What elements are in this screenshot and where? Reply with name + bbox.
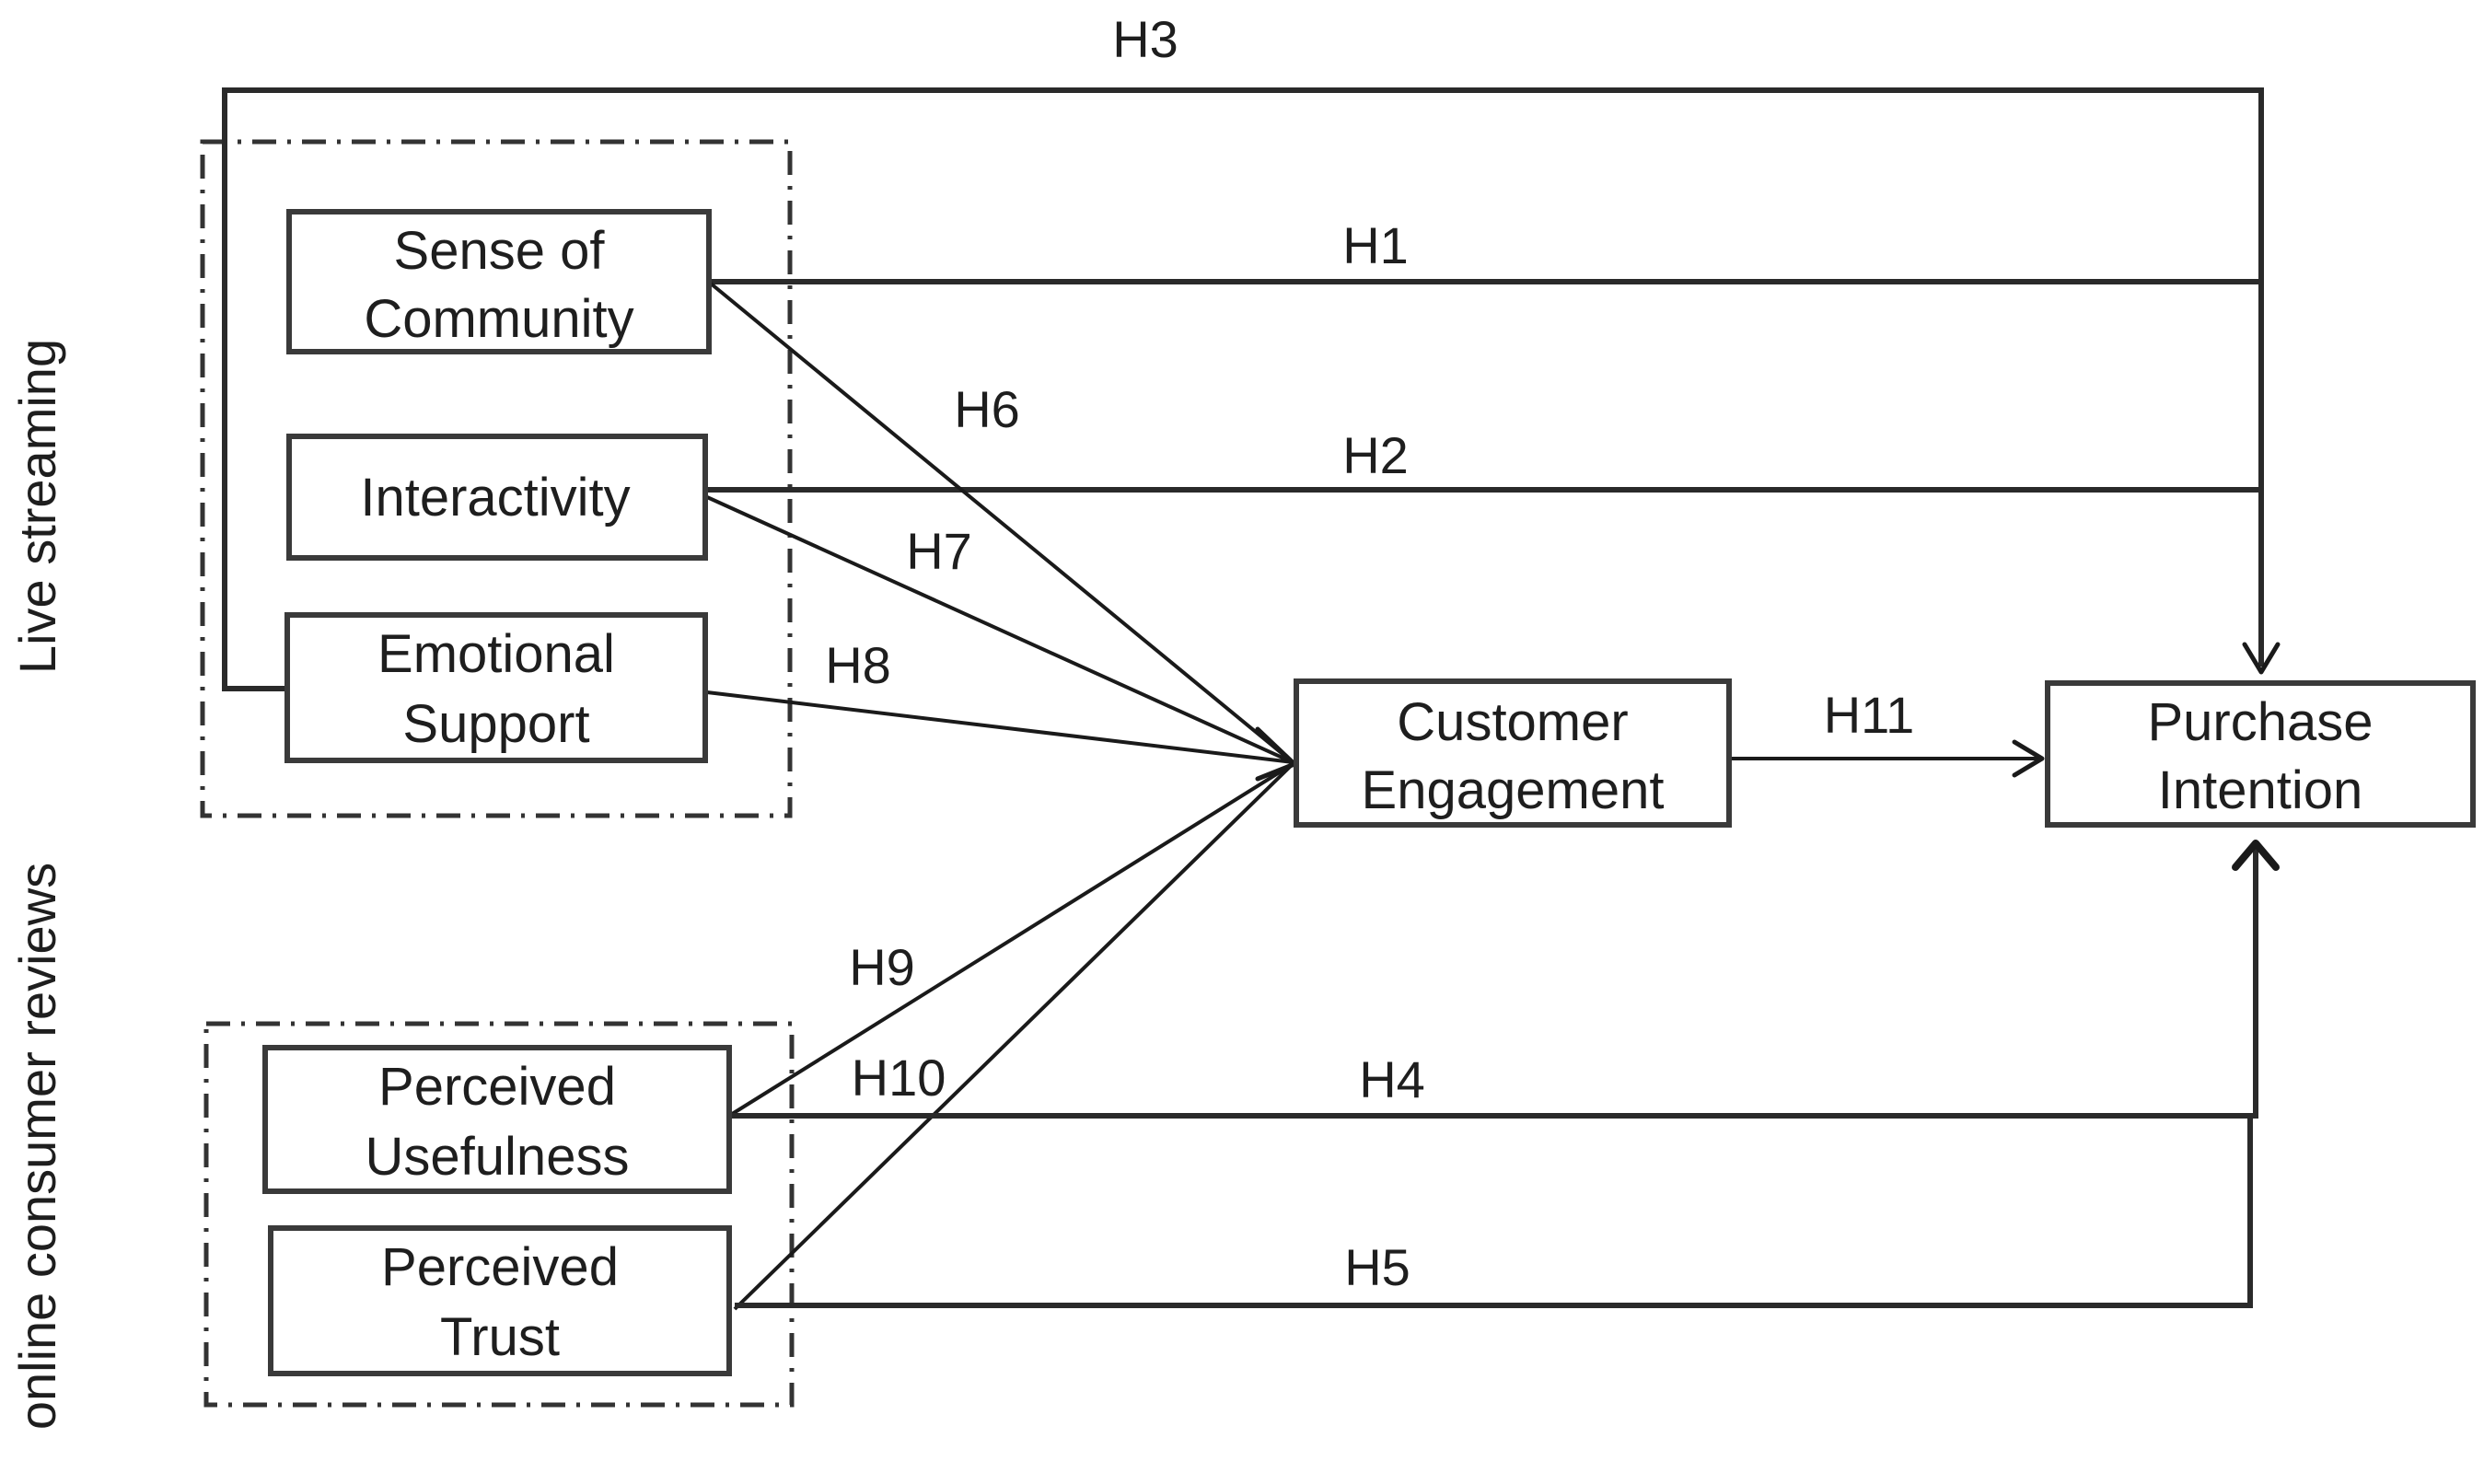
purchase-bottom-arrowhead xyxy=(2232,840,2280,871)
online-consumer-reviews-label: online consumer reviews xyxy=(8,863,66,1430)
perceived-usefulness-line-2: Usefulness xyxy=(366,1127,630,1187)
emotional-support-line-1: Emotional xyxy=(377,624,615,684)
perceived-trust-line-2: Trust xyxy=(440,1307,560,1367)
emotional-support-line-2: Support xyxy=(402,694,589,754)
h7-path xyxy=(706,495,1294,764)
h2-label: H2 xyxy=(1342,426,1409,484)
interactivity-node: Interactivity xyxy=(286,434,708,561)
h3-path xyxy=(222,87,2264,691)
live-streaming-group xyxy=(200,139,793,818)
h7-label: H7 xyxy=(906,522,972,580)
h4-label: H4 xyxy=(1359,1050,1425,1108)
h11-label: H11 xyxy=(1824,686,1915,744)
sense-of-community-line-2: Community xyxy=(364,289,633,349)
sense-of-community-node: Sense of Community xyxy=(286,209,712,354)
h10-label: H10 xyxy=(852,1049,946,1107)
perceived-trust-node: Perceived Trust xyxy=(268,1225,732,1376)
h6-path xyxy=(709,282,1294,764)
h5-label: H5 xyxy=(1344,1238,1410,1296)
live-streaming-label: Live streaming xyxy=(8,339,66,674)
online-consumer-reviews-group xyxy=(203,1021,795,1408)
h6-label: H6 xyxy=(954,380,1020,438)
purchase-intention-node: Purchase Intention xyxy=(2045,680,2476,828)
h10-path xyxy=(733,762,1294,1311)
sense-of-community-line-1: Sense of xyxy=(394,221,606,281)
interactivity-line-1: Interactivity xyxy=(360,468,630,528)
h9-path xyxy=(727,762,1294,1118)
perceived-usefulness-line-1: Perceived xyxy=(378,1057,616,1117)
h8-path xyxy=(706,690,1294,764)
h8-label: H8 xyxy=(825,636,891,694)
emotional-support-node: Emotional Support xyxy=(284,612,708,763)
h3-label: H3 xyxy=(1112,10,1178,68)
perceived-usefulness-node: Perceived Usefulness xyxy=(262,1045,732,1194)
perceived-trust-line-1: Perceived xyxy=(381,1237,619,1297)
customer-engagement-node: Customer Engagement xyxy=(1294,678,1732,828)
h4-path xyxy=(729,847,2258,1119)
purchase-intention-line-1: Purchase xyxy=(2147,692,2373,752)
h9-label: H9 xyxy=(849,938,915,996)
h3-arrowhead xyxy=(2242,642,2281,675)
h1-label: H1 xyxy=(1342,216,1409,274)
purchase-intention-line-2: Intention xyxy=(2158,760,2363,820)
h11-arrowhead xyxy=(2012,739,2045,778)
customer-engagement-line-2: Engagement xyxy=(1362,760,1665,820)
h5-path xyxy=(735,1116,2253,1308)
customer-engagement-line-1: Customer xyxy=(1397,692,1628,752)
